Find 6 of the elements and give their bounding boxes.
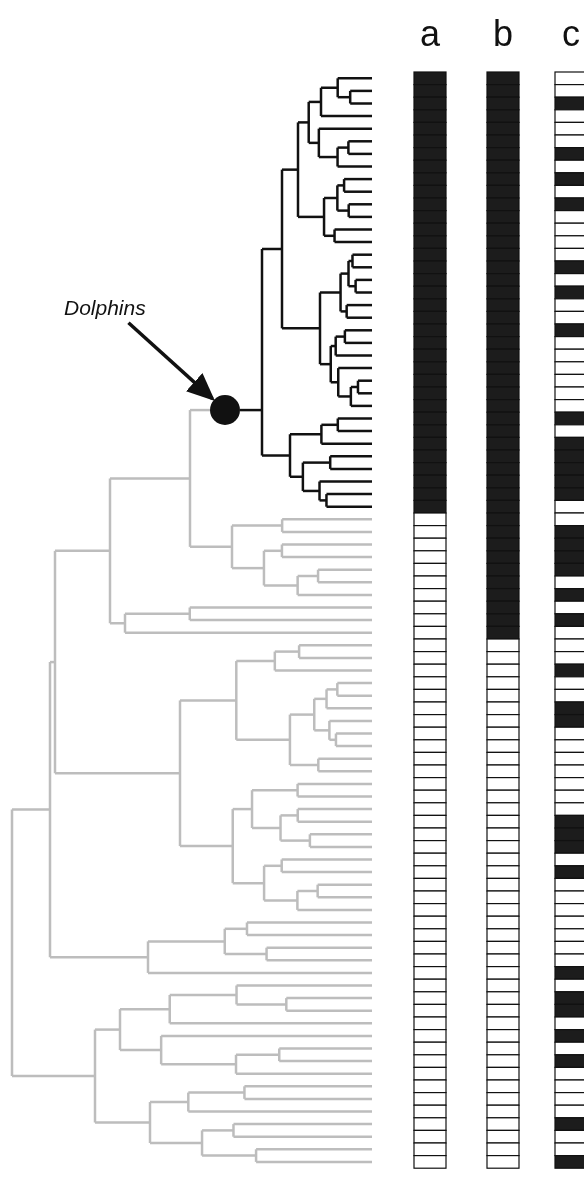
- arrow: [127, 321, 215, 401]
- node-dot: [210, 395, 240, 426]
- column-label: a: [419, 14, 441, 54]
- column-label: b: [492, 14, 514, 54]
- column-label: c: [561, 14, 581, 54]
- clade-label: Dolphins: [64, 296, 146, 320]
